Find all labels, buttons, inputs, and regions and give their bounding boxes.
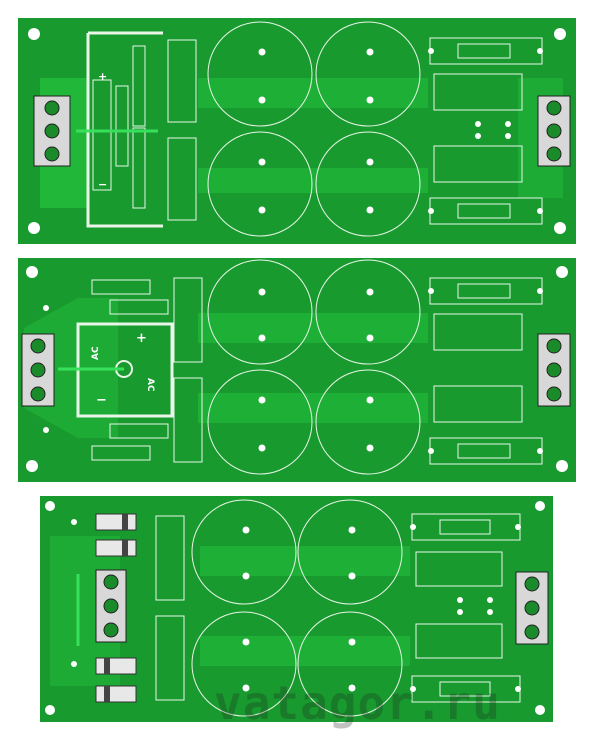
watermark-text: vatagor.ru bbox=[214, 676, 501, 730]
pcb-board-top: + − bbox=[18, 18, 576, 244]
minus-label: − bbox=[96, 393, 107, 408]
ac-label-left: AC bbox=[91, 346, 101, 360]
minus-label: − bbox=[98, 178, 107, 191]
plus-label: + bbox=[98, 70, 107, 83]
plus-label: + bbox=[136, 331, 147, 346]
pcb-board-middle: + − AC AC bbox=[18, 258, 576, 482]
ac-label-right: AC bbox=[145, 378, 155, 392]
pcb-board-bottom bbox=[40, 496, 553, 722]
